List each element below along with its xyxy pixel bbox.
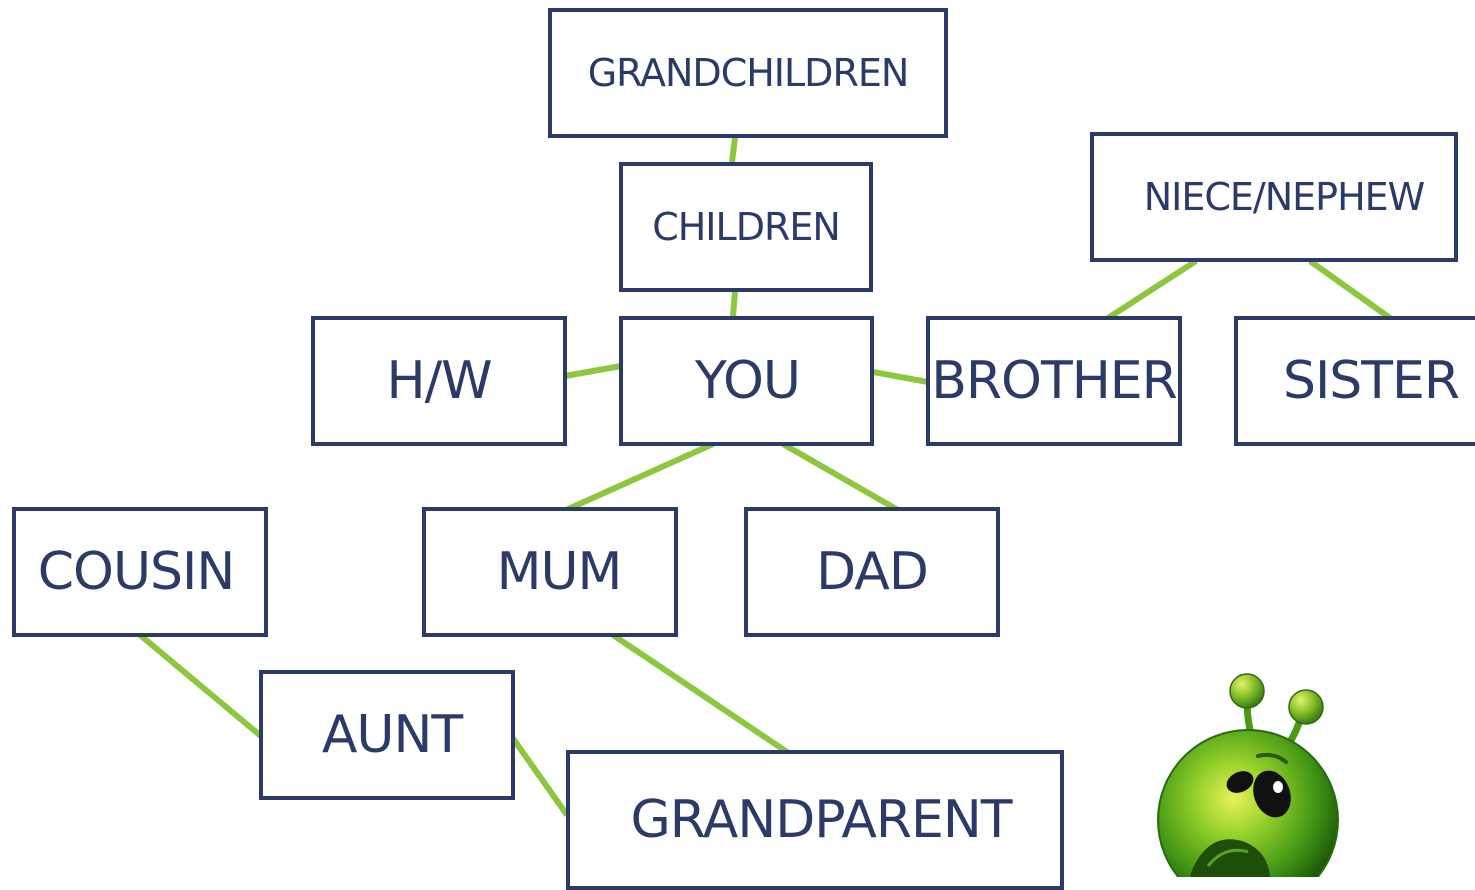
node-children: CHILDREN bbox=[619, 162, 873, 292]
node-cousin: COUSIN bbox=[12, 507, 268, 637]
node-label: BROTHER bbox=[931, 351, 1178, 411]
node-label: COUSIN bbox=[37, 542, 236, 602]
node-sister: SISTER bbox=[1234, 316, 1475, 446]
node-label: DAD bbox=[816, 542, 929, 602]
node-niece-nephew: NIECE/NEPHEW bbox=[1090, 132, 1458, 262]
edge-you-dad bbox=[781, 441, 900, 513]
node-dad: DAD bbox=[744, 507, 1000, 637]
node-label: MUM bbox=[496, 542, 623, 602]
edge-aunt-grandparent bbox=[509, 735, 570, 817]
node-aunt: AUNT bbox=[259, 670, 515, 800]
node-label: GRANDCHILDREN bbox=[587, 51, 910, 95]
node-you: YOU bbox=[619, 316, 874, 446]
node-brother: BROTHER bbox=[926, 316, 1182, 446]
edge-niece-brother bbox=[1106, 258, 1198, 321]
node-grandchildren: GRANDCHILDREN bbox=[548, 8, 948, 138]
edge-mum-grandparent bbox=[611, 632, 789, 755]
edge-children-you bbox=[730, 291, 738, 317]
node-label: H/W bbox=[386, 351, 492, 411]
node-label: GRANDPARENT bbox=[630, 790, 1012, 850]
node-husband-wife: H/W bbox=[311, 316, 567, 446]
node-mum: MUM bbox=[422, 507, 678, 637]
node-label: CHILDREN bbox=[652, 205, 841, 249]
worried-green-alien-icon bbox=[1157, 673, 1339, 877]
node-label: SISTER bbox=[1282, 351, 1460, 411]
edge-grandchildren-children bbox=[729, 137, 738, 163]
edge-you-brother bbox=[872, 369, 929, 385]
node-label: YOU bbox=[695, 351, 801, 411]
node-label: AUNT bbox=[321, 705, 463, 765]
edge-you-mum bbox=[564, 441, 715, 513]
edge-cousin-aunt bbox=[138, 632, 264, 740]
node-grandparent: GRANDPARENT bbox=[566, 750, 1064, 890]
node-label: NIECE/NEPHEW bbox=[1143, 175, 1425, 219]
edge-hw-you bbox=[564, 363, 622, 379]
edge-niece-sister bbox=[1308, 258, 1392, 321]
